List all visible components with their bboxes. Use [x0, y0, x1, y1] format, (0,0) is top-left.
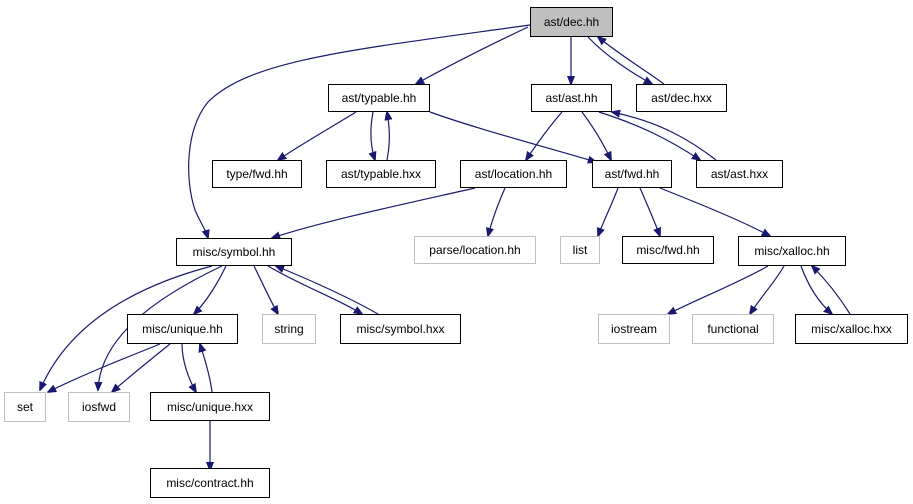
node-ast-location-hh[interactable]: ast/location.hh [460, 160, 567, 188]
edge-xalloc-to-xalloc-hxx [800, 265, 832, 314]
node-iostream: iostream [598, 314, 670, 344]
edge-symbol-to-symbol-hxx [267, 265, 362, 314]
node-string: string [262, 314, 316, 344]
node-misc-unique-hh[interactable]: misc/unique.hh [127, 314, 238, 344]
edge-symbol-to-set [40, 265, 213, 390]
edge-unique-to-iosfwd [112, 343, 171, 392]
node-misc-xalloc-hxx[interactable]: misc/xalloc.hxx [795, 314, 908, 344]
edge-unique-hxx-to-unique [200, 344, 213, 393]
node-type-fwd-hh[interactable]: type/fwd.hh [212, 160, 302, 188]
node-misc-unique-hxx[interactable]: misc/unique.hxx [150, 392, 270, 421]
node-ast-typable-hh[interactable]: ast/typable.hh [328, 84, 430, 112]
node-iosfwd: iosfwd [68, 392, 130, 422]
edge-typable-hxx-to-typable [387, 112, 389, 161]
edge-location-to-symbol [272, 187, 476, 238]
node-parse-location-hh: parse/location.hh [414, 236, 536, 264]
edge-symbol-to-string [253, 265, 278, 314]
edge-ast-to-location [526, 111, 563, 160]
node-functional: functional [692, 314, 774, 344]
edge-typable-to-fwd [429, 111, 596, 162]
edge-location-to-parse-location [488, 187, 506, 236]
edge-typable-to-type-fwd [278, 111, 357, 160]
edge-xalloc-to-functional [750, 265, 785, 314]
node-misc-xalloc-hh[interactable]: misc/xalloc.hh [738, 236, 846, 266]
edge-fwd-to-misc-fwd [639, 187, 660, 236]
edge-dec-to-dec-hxx [587, 36, 652, 84]
node-ast-dec-hh[interactable]: ast/dec.hh [530, 7, 613, 37]
edge-symbol-hxx-to-symbol [276, 266, 379, 315]
node-list: list [560, 236, 600, 264]
edge-xalloc-to-iostream [668, 265, 769, 314]
node-misc-contract-hh[interactable]: misc/contract.hh [150, 468, 270, 498]
edge-symbol-to-unique [194, 265, 227, 314]
node-ast-typable-hxx[interactable]: ast/typable.hxx [326, 160, 436, 188]
edge-typable-to-typable-hxx [371, 111, 375, 160]
edge-ast-hxx-to-ast [612, 112, 717, 161]
edge-fwd-to-xalloc [659, 187, 770, 236]
edge-unique-to-unique-hxx [181, 343, 196, 392]
edge-dec-to-typable [416, 26, 529, 84]
edge-dec-hxx-to-dec [598, 37, 665, 85]
node-set: set [4, 392, 46, 422]
node-ast-dec-hxx[interactable]: ast/dec.hxx [636, 84, 727, 112]
edge-ast-to-ast-hxx [598, 111, 700, 160]
node-ast-ast-hh[interactable]: ast/ast.hh [531, 84, 612, 112]
node-misc-symbol-hh[interactable]: misc/symbol.hh [176, 238, 292, 266]
node-ast-ast-hxx[interactable]: ast/ast.hxx [696, 160, 783, 188]
edge-unique-to-set [48, 343, 161, 392]
node-ast-fwd-hh[interactable]: ast/fwd.hh [592, 160, 672, 188]
node-misc-fwd-hh[interactable]: misc/fwd.hh [622, 236, 714, 264]
node-misc-symbol-hxx[interactable]: misc/symbol.hxx [340, 314, 461, 344]
edge-ast-to-fwd [581, 111, 611, 160]
edge-dec-to-symbol [188, 24, 531, 238]
edge-fwd-to-list [598, 187, 619, 236]
edge-xalloc-hxx-to-xalloc [812, 266, 851, 315]
